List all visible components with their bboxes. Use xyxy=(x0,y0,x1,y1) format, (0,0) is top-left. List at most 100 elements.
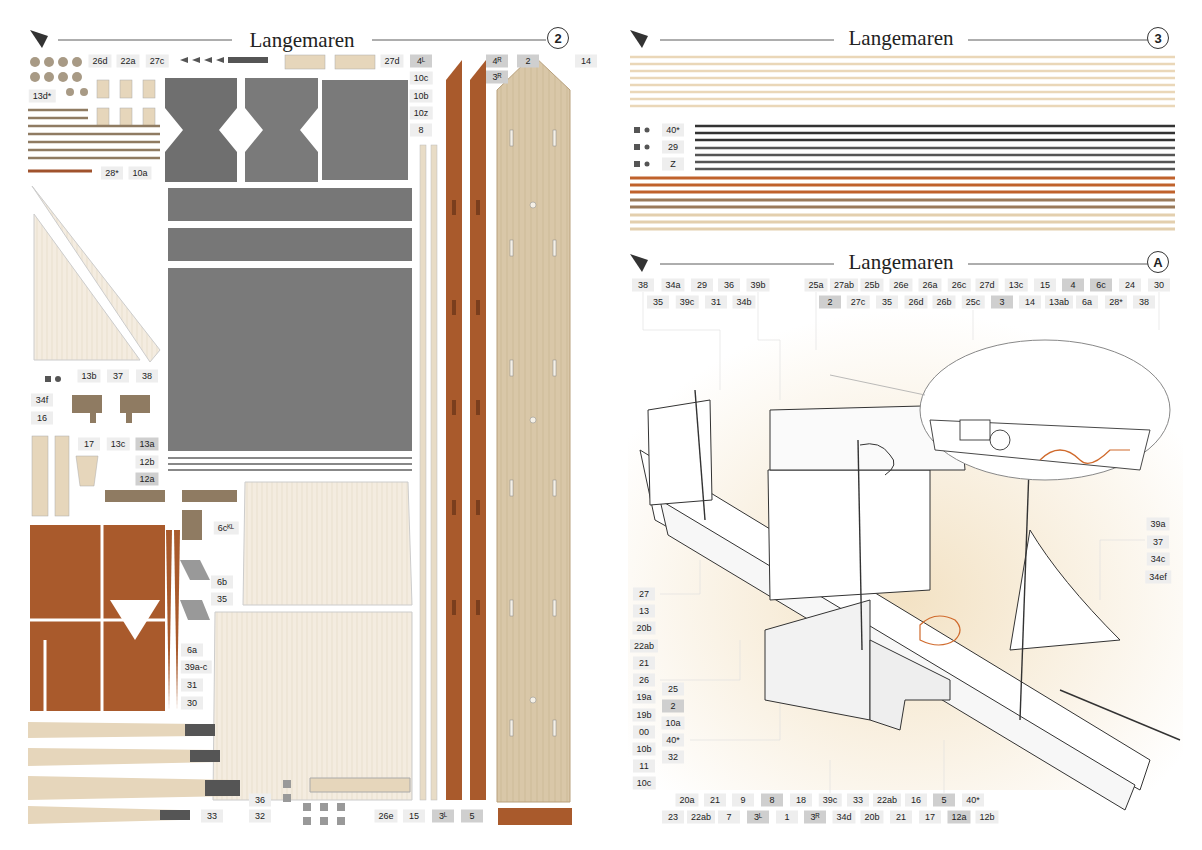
part-number: 13ab xyxy=(1045,296,1073,309)
part-number: 3 xyxy=(991,296,1013,309)
part-number: 7 xyxy=(718,811,740,824)
part-number: 13 xyxy=(633,605,655,618)
part-number: 22ab xyxy=(873,794,901,807)
part-number: 10c xyxy=(633,777,656,790)
part-number: 40* xyxy=(962,794,984,807)
part-number: 40* xyxy=(662,124,684,137)
part-number: 10a xyxy=(128,167,151,180)
part-number: 13d* xyxy=(29,90,56,103)
part-number: 14 xyxy=(575,55,597,68)
part-number: 31 xyxy=(705,296,727,309)
part-number: 39a xyxy=(1146,518,1169,531)
part-number: 2 xyxy=(819,296,841,309)
part-number: 3ᴸ xyxy=(747,811,769,824)
part-number: 32 xyxy=(249,810,271,823)
sheet-title: Langemaren xyxy=(245,28,360,53)
part-number: 35 xyxy=(647,296,669,309)
sheet-number-circle: 2 xyxy=(547,27,569,49)
part-number: 36 xyxy=(718,279,740,292)
part-number: 10z xyxy=(410,107,433,120)
part-number: 34f xyxy=(31,394,53,407)
part-number: 27c xyxy=(146,55,169,68)
part-number: 22ab xyxy=(687,811,715,824)
part-number: 40* xyxy=(662,734,684,747)
part-number: 28* xyxy=(101,167,123,180)
part-number: 4ᴿ xyxy=(486,55,508,68)
part-number: 15 xyxy=(403,810,425,823)
part-number: 2 xyxy=(517,55,539,68)
part-number: 5 xyxy=(933,794,955,807)
part-number: 6b xyxy=(211,576,233,589)
sheet-number: 3 xyxy=(1154,31,1161,46)
part-number: 27 xyxy=(633,588,655,601)
part-number: 19a xyxy=(632,691,655,704)
part-number: 26c xyxy=(948,279,971,292)
part-number: 26d xyxy=(904,296,927,309)
part-number: 26 xyxy=(633,674,655,687)
part-number: 10b xyxy=(409,90,432,103)
part-number: 4 xyxy=(1062,279,1084,292)
part-number: 10c xyxy=(410,72,433,85)
part-number: 30 xyxy=(181,697,203,710)
part-number: 6c xyxy=(1090,279,1112,292)
part-number: 5 xyxy=(461,810,483,823)
part-number: 6cᴷᴸ xyxy=(214,522,239,535)
part-number: 19b xyxy=(632,709,655,722)
part-number: 26b xyxy=(932,296,955,309)
part-number: 33 xyxy=(847,794,869,807)
part-number: 27d xyxy=(380,55,403,68)
part-number: 2 xyxy=(662,700,684,713)
part-number: 39c xyxy=(819,794,842,807)
sheet-title: Langemaren xyxy=(844,250,959,275)
part-number: 17 xyxy=(919,811,941,824)
part-number: 34c xyxy=(1147,553,1170,566)
part-number: 3ᴿ xyxy=(486,71,508,84)
part-number: 38 xyxy=(632,279,654,292)
part-number: 25c xyxy=(962,296,985,309)
part-number: 21 xyxy=(633,657,655,670)
part-number: 38 xyxy=(136,370,158,383)
part-number: 33 xyxy=(201,810,223,823)
part-number: 21 xyxy=(890,811,912,824)
part-number: 12b xyxy=(975,811,998,824)
part-number: 22a xyxy=(116,55,139,68)
part-number: 31 xyxy=(181,679,203,692)
part-number: 6a xyxy=(1076,296,1098,309)
part-number: 27ab xyxy=(830,279,858,292)
part-number: 12a xyxy=(135,473,158,486)
part-number: 21 xyxy=(704,794,726,807)
sheet-number-circle: A xyxy=(1147,251,1169,273)
part-number: 12b xyxy=(135,456,158,469)
part-number: 29 xyxy=(691,279,713,292)
part-number: 34d xyxy=(832,811,855,824)
part-number: Z xyxy=(662,158,684,171)
part-number: 10b xyxy=(632,743,655,756)
part-number: 32 xyxy=(662,751,684,764)
part-number: 16 xyxy=(31,412,53,425)
part-number: 39a-c xyxy=(181,661,212,674)
part-number: 1 xyxy=(776,811,798,824)
part-number: 38 xyxy=(1133,296,1155,309)
part-number: 35 xyxy=(211,593,233,606)
part-number: 8 xyxy=(410,124,432,137)
part-number: 34a xyxy=(661,279,684,292)
part-number: 24 xyxy=(1119,279,1141,292)
part-number: 39b xyxy=(746,279,769,292)
part-number: 26e xyxy=(889,279,912,292)
part-number: 17 xyxy=(78,438,100,451)
part-number: 12a xyxy=(947,811,970,824)
part-number: 26a xyxy=(918,279,941,292)
part-number: 34b xyxy=(732,296,755,309)
part-number: 11 xyxy=(633,760,655,773)
part-number: 26e xyxy=(374,810,397,823)
part-number: 22ab xyxy=(630,640,658,653)
part-number: 25a xyxy=(804,279,827,292)
part-number: 35 xyxy=(876,296,898,309)
sheet-number: A xyxy=(1153,255,1162,270)
part-number: 20a xyxy=(675,794,698,807)
part-number: 13b xyxy=(77,370,100,383)
part-number: 3ᴸ xyxy=(432,810,454,823)
sheet-number: 2 xyxy=(554,31,561,46)
part-number: 25 xyxy=(662,683,684,696)
